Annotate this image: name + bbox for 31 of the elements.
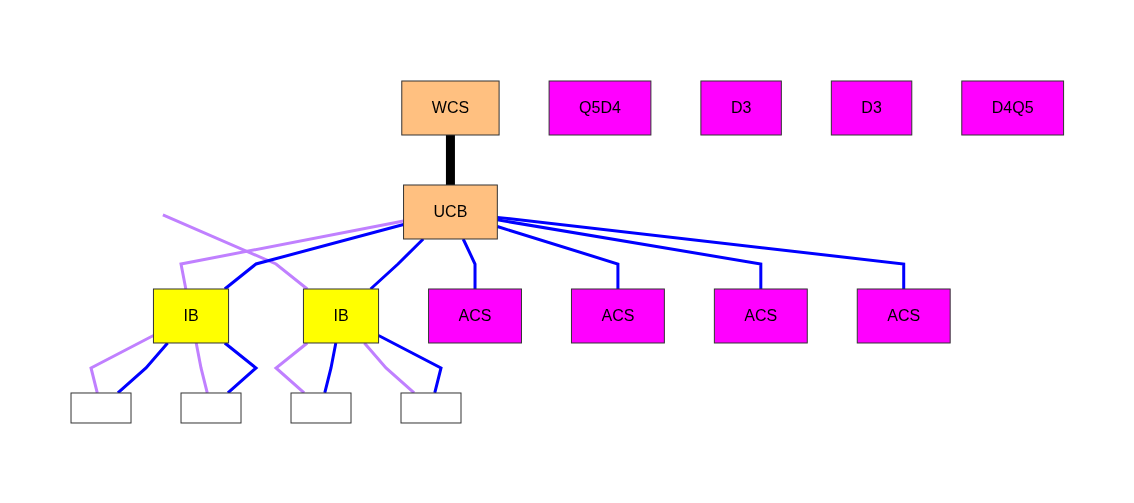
- connector: [377, 333, 443, 393]
- connector: [362, 341, 415, 394]
- node-box: [290, 392, 352, 423]
- node-box: WCS: [401, 80, 500, 135]
- connector: [461, 237, 477, 289]
- node-box: IB: [152, 288, 229, 343]
- node-box: D4Q5: [961, 80, 1064, 135]
- connector: [323, 342, 337, 393]
- connector: [496, 217, 762, 289]
- connector: [496, 215, 905, 289]
- node-box: ACS: [570, 288, 665, 343]
- node-box: UCB: [402, 184, 498, 239]
- node-box: D3: [830, 80, 912, 135]
- connector: [162, 213, 308, 290]
- connector: [369, 237, 424, 290]
- connector: [178, 219, 404, 289]
- node-box: [400, 392, 462, 423]
- node-box: ACS: [427, 288, 522, 343]
- connector: [194, 342, 209, 393]
- connector: [223, 222, 404, 290]
- connector: [116, 341, 169, 394]
- node-box: Q5D4: [548, 80, 652, 135]
- node-box: ACS: [856, 288, 951, 343]
- connector: [445, 134, 455, 185]
- node-box: D3: [700, 80, 782, 135]
- node-box: ACS: [713, 288, 808, 343]
- node-box: [70, 392, 132, 423]
- node-box: IB: [302, 288, 379, 343]
- connector: [88, 333, 154, 393]
- node-box: [180, 392, 242, 423]
- connector: [496, 224, 620, 289]
